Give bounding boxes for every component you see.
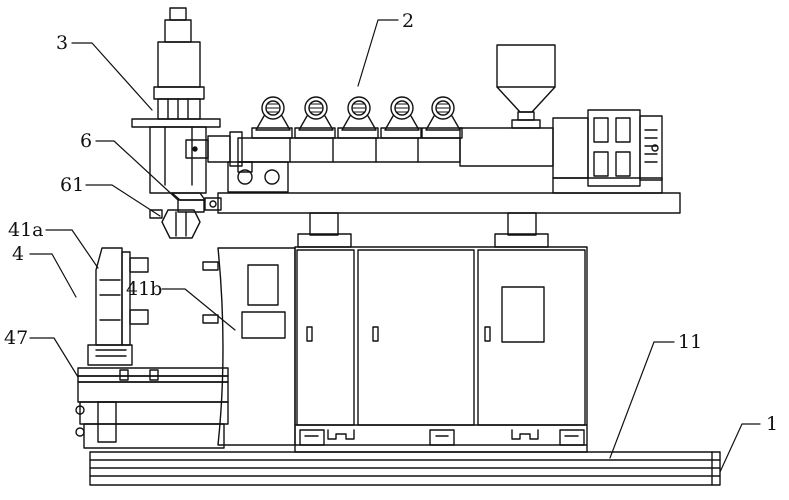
callout-6: 6 xyxy=(80,130,92,152)
callout-4: 4 xyxy=(12,243,24,265)
cabinet-frame xyxy=(294,246,588,453)
base-rail xyxy=(89,451,721,486)
support-columns xyxy=(297,212,549,248)
callout-3: 3 xyxy=(56,32,68,54)
callout-labels: 3 2 6 61 41a 4 41b 47 11 1 xyxy=(4,10,778,435)
callout-41a: 41a xyxy=(8,219,44,241)
callout-2: 2 xyxy=(402,10,414,32)
cutting-head xyxy=(149,192,222,239)
cooling-fans xyxy=(251,96,463,139)
callout-1: 1 xyxy=(766,413,778,435)
upper-platform xyxy=(217,192,681,214)
left-mechanism xyxy=(75,247,229,449)
drive-unit xyxy=(552,109,663,194)
control-box xyxy=(202,247,296,446)
vertical-motor xyxy=(131,7,221,194)
feed-hopper xyxy=(496,44,556,129)
callout-61: 61 xyxy=(60,174,84,196)
callout-47: 47 xyxy=(4,327,28,349)
callout-11: 11 xyxy=(678,331,702,353)
callout-41b: 41b xyxy=(126,278,162,300)
leader-lines xyxy=(29,19,761,473)
